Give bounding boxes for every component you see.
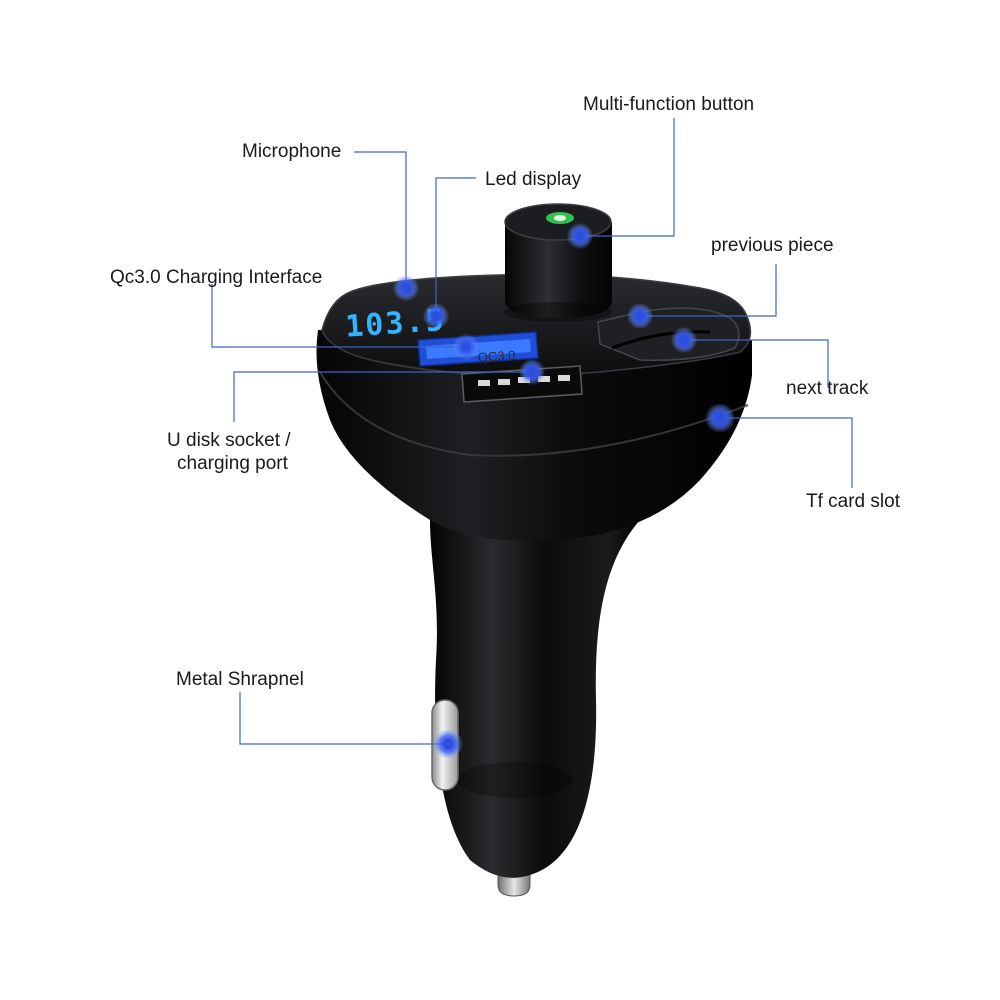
label-u-disk-socket-line1: U disk socket / — [167, 430, 291, 451]
usb-marker — [518, 358, 546, 386]
label-metal-shrapnel: Metal Shrapnel — [176, 669, 304, 690]
plug-stem — [430, 520, 640, 878]
car-charger-device: 103.5 QC3.0 — [316, 203, 752, 897]
label-tf-card-slot: Tf card slot — [806, 491, 901, 512]
led-display-marker — [422, 302, 450, 330]
positive-contact-tip — [497, 871, 531, 897]
label-multi-function-button: Multi-function button — [583, 94, 754, 115]
leader-lines — [211, 118, 853, 745]
qc30-port-label: QC3.0 — [477, 347, 516, 365]
label-next-track: next track — [786, 378, 869, 399]
label-microphone: Microphone — [242, 141, 341, 162]
qc30-marker — [452, 333, 480, 361]
multi-function-marker — [566, 222, 594, 250]
next-track-marker — [670, 326, 698, 354]
previous-piece-marker — [626, 302, 654, 330]
label-qc30-charging-interface: Qc3.0 Charging Interface — [110, 267, 322, 288]
label-led-display: Led display — [485, 169, 582, 190]
microphone-marker — [392, 274, 420, 302]
main-body — [316, 330, 752, 541]
label-previous-piece: previous piece — [711, 235, 834, 256]
tf-card-marker — [705, 403, 735, 433]
callout-labels: Microphone Led display Multi-function bu… — [110, 94, 901, 690]
multi-function-knob[interactable] — [504, 203, 612, 322]
label-u-disk-socket-line2: charging port — [177, 453, 289, 474]
metal-shrapnel-marker — [433, 729, 463, 759]
